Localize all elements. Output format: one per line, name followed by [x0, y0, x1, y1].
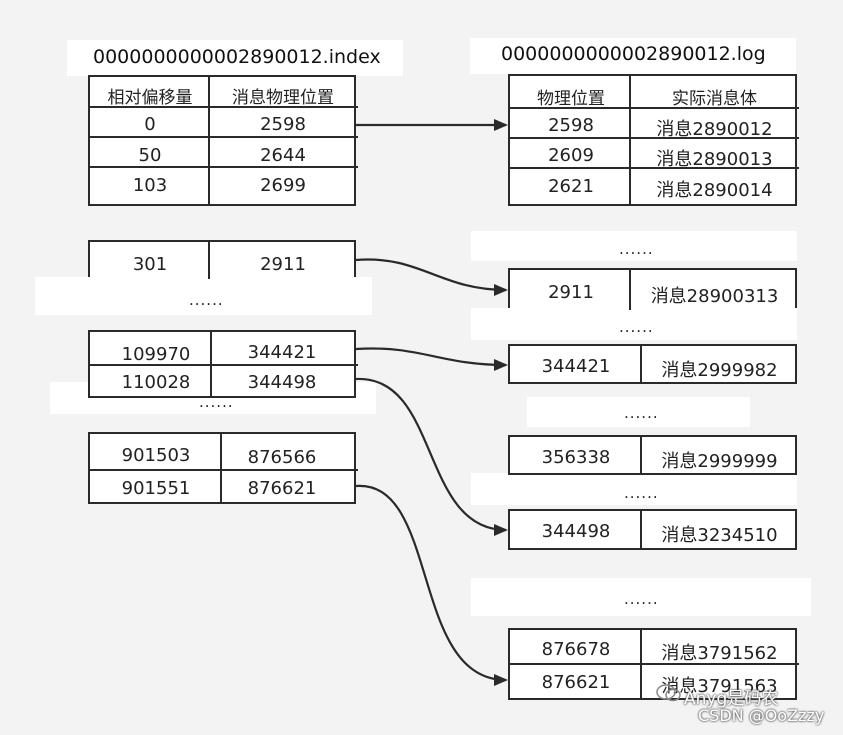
- index-cell-offset: 110028: [121, 372, 191, 393]
- log-header-body: 实际消息体: [672, 89, 757, 109]
- log-cell-body: 消息2890014: [656, 180, 773, 201]
- index-ellipsis-2: ......: [199, 393, 234, 411]
- arrow-index-109970-to-log-344421: [355, 347, 508, 371]
- log-column-divider: [629, 76, 631, 206]
- index-cell-position: 2911: [260, 254, 306, 275]
- log-table-bottom: 876678 消息3791562 876621 消息3791563: [508, 628, 799, 700]
- arrow-index-901551-to-log-876621: [355, 484, 508, 686]
- arrow-index-301-to-log-2911: [355, 258, 508, 296]
- log-gap-band-2: [471, 308, 797, 340]
- log-gap-band-1: [471, 231, 797, 261]
- arrow-index-110028-to-log-344498: [355, 377, 508, 536]
- index-divider: [90, 469, 358, 471]
- log-cell-body: 消息3791563: [661, 676, 778, 697]
- log-row-356338: 356338 消息2999999: [508, 435, 797, 475]
- log-cell-position: 2621: [548, 176, 594, 197]
- log-cell-position: 876678: [541, 639, 611, 660]
- index-cell-offset: 301: [132, 254, 168, 275]
- index-cell-offset: 901551: [121, 478, 191, 499]
- index-gap-band-1: [35, 277, 372, 315]
- index-cell-position: 876566: [247, 447, 317, 468]
- index-divider: [90, 166, 358, 168]
- log-cell-body: 消息2890012: [656, 119, 773, 140]
- log-ellipsis-1: ......: [619, 240, 654, 258]
- index-title-band: [67, 40, 403, 76]
- log-gap-band-5: [471, 578, 811, 616]
- index-header-offset: 相对偏移量: [107, 88, 193, 108]
- index-header-position: 消息物理位置: [232, 88, 334, 108]
- log-table-top: 物理位置 实际消息体 2598 消息2890012 2609 消息2890013…: [508, 74, 799, 206]
- index-cell-position: 2598: [260, 114, 306, 135]
- index-table-top: 相对偏移量 消息物理位置 0 2598 50 2644 103 2699: [88, 75, 358, 206]
- log-cell-body: 消息3234510: [661, 525, 778, 546]
- index-column-divider: [220, 434, 222, 504]
- log-header-position: 物理位置: [537, 89, 605, 109]
- log-row-2911: 2911 消息28900313: [508, 268, 797, 310]
- log-column-divider: [640, 437, 642, 475]
- index-column-divider: [208, 242, 210, 279]
- index-cell-position: 2644: [260, 145, 306, 166]
- index-divider: [90, 106, 358, 108]
- index-group-b: 901503 876566 901551 876621: [88, 432, 358, 504]
- index-divider: [90, 136, 358, 138]
- index-ellipsis-1: ......: [189, 291, 224, 309]
- log-gap-band-4: [471, 473, 797, 505]
- index-cell-offset: 103: [132, 175, 168, 196]
- index-cell-offset: 109970: [121, 344, 191, 365]
- log-column-divider: [640, 511, 642, 550]
- log-cell-body: 消息2999982: [661, 360, 778, 381]
- index-divider: [90, 364, 358, 366]
- log-column-divider: [640, 630, 642, 700]
- log-column-divider: [629, 270, 631, 310]
- index-cell-offset: 50: [138, 145, 162, 166]
- log-cell-body: 消息2999999: [661, 451, 778, 472]
- index-group-a: 109970 344421 110028 344498: [88, 330, 358, 398]
- log-row-344498: 344498 消息3234510: [508, 509, 797, 550]
- log-cell-position: 2598: [548, 115, 594, 136]
- index-cell-offset: 901503: [121, 445, 191, 466]
- log-ellipsis-2: ......: [619, 318, 654, 336]
- log-title-band: [470, 38, 796, 74]
- log-cell-body: 消息28900313: [650, 286, 779, 307]
- log-divider: [510, 137, 799, 139]
- log-ellipsis-5: ......: [624, 590, 659, 608]
- log-cell-position: 344498: [541, 521, 611, 542]
- index-column-divider: [208, 77, 210, 206]
- index-cell-offset: 0: [144, 114, 156, 135]
- watermark-author: Anyg是码农: [684, 689, 779, 709]
- index-cell-position: 2699: [260, 175, 306, 196]
- index-cell-position: 344421: [247, 342, 317, 363]
- index-row-301: 301 2911: [88, 240, 356, 279]
- log-ellipsis-4: ......: [624, 484, 659, 502]
- log-divider: [510, 167, 799, 169]
- log-column-divider: [640, 346, 642, 384]
- log-cell-position: 344421: [541, 356, 611, 377]
- log-cell-position: 356338: [541, 447, 611, 468]
- log-cell-position: 876621: [541, 672, 611, 693]
- index-cell-position: 344498: [247, 372, 317, 393]
- index-cell-position: 876621: [247, 478, 317, 499]
- log-cell-body: 消息2890013: [656, 149, 773, 170]
- log-file-title: 0000000000002890012.log: [501, 43, 766, 65]
- log-row-344421: 344421 消息2999982: [508, 344, 797, 384]
- log-cell-position: 2911: [548, 282, 594, 303]
- log-ellipsis-3: ......: [624, 404, 659, 422]
- watermark-csdn: CSDN @OoZzzy: [698, 706, 825, 725]
- wechat-logo-icon: [656, 684, 681, 702]
- log-divider: [510, 663, 799, 665]
- log-cell-body: 消息3791562: [661, 643, 778, 664]
- index-file-title: 0000000000002890012.index: [93, 46, 381, 68]
- index-column-divider: [210, 332, 212, 398]
- log-gap-band-3: [527, 397, 750, 427]
- log-cell-position: 2609: [548, 145, 594, 166]
- log-divider: [510, 107, 799, 109]
